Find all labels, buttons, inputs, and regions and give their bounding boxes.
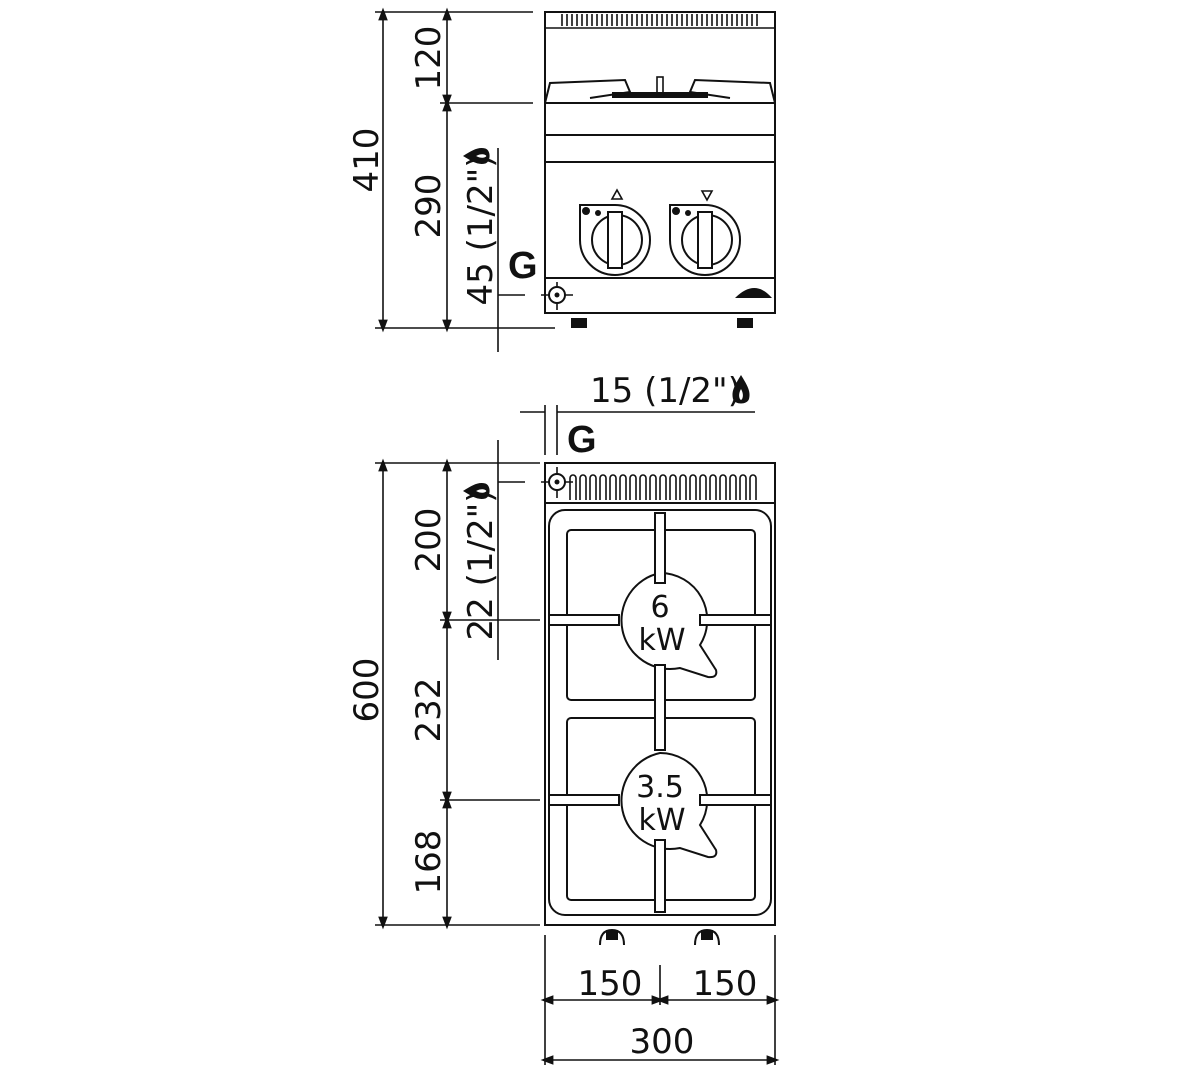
dim-half-width-right: 150 [693,964,758,1004]
burner-1-power-value: 6 [650,590,669,625]
rear-vent-grill [545,14,775,29]
burner-2-power-value: 3.5 [636,770,684,805]
burner-1-power-unit: kW [638,623,685,658]
dim-depth: 600 [347,658,387,723]
piezo-igniter-icon [735,288,772,298]
burner-1: 6 kW [620,571,718,679]
adjustable-feet [571,318,753,328]
control-knob-right [669,190,741,276]
dim-burner-spacing: 232 [409,678,449,743]
dim-width: 300 [630,1022,695,1062]
front-view: 410 120 290 45 (1/2") G [347,7,776,352]
dim-gas-depth: 22 (1/2") [461,490,501,641]
control-knob-left [579,188,651,276]
dim-front-to-burner1: 200 [409,508,449,573]
flame-high-icon [610,188,624,200]
dim-burner2-to-rear: 168 [409,830,449,895]
burner-2: 3.5 kW [620,751,718,859]
dim-gas-height: 45 (1/2") [461,155,501,306]
top-view: 6 kW 3.5 kW [347,371,780,1065]
gas-label-top: G [567,419,597,461]
gas-connection-icon-top [541,467,573,498]
rear-flue-grill [569,474,757,500]
pan-support-profile [544,76,776,104]
gas-label: G [508,245,538,287]
burner-2-power-unit: kW [638,803,685,838]
dim-half-width-left: 150 [578,964,643,1004]
feet-top [599,928,720,946]
gas-connection-icon [541,282,573,310]
flame-low-icon [700,190,714,202]
dim-top-height: 120 [409,26,449,91]
grate-bars [548,512,772,913]
dim-total-height: 410 [347,128,387,193]
dim-gas-side-offset: 15 (1/2") [590,371,741,411]
appliance-body-top [544,462,776,926]
dim-body-height: 290 [409,174,449,239]
